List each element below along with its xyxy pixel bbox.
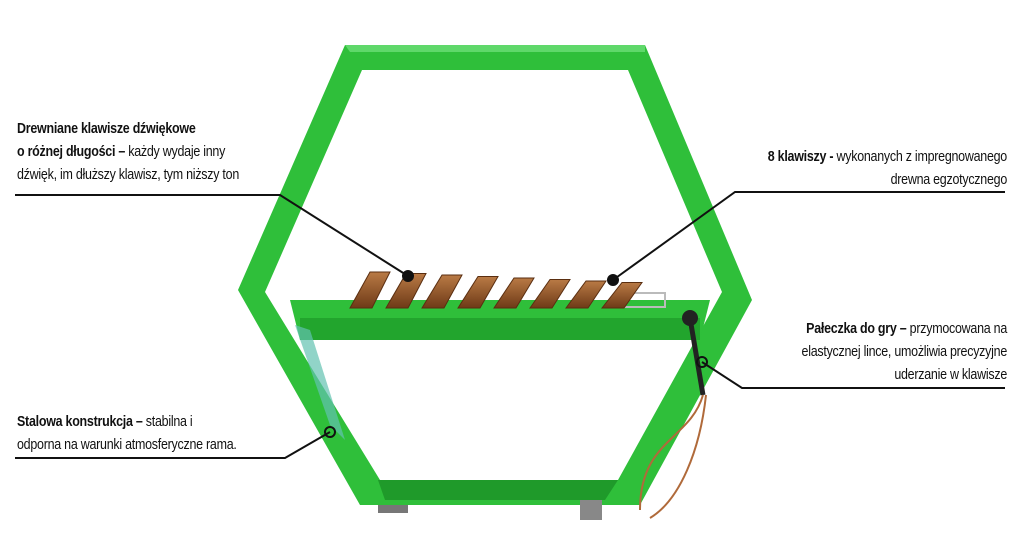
wooden-key — [493, 277, 535, 309]
callout-mallet: Pałeczka do gry – przymocowana na elasty… — [732, 318, 1008, 387]
callout-text: odporna na warunki atmosferyczne rama. — [17, 437, 237, 453]
callout-text: uderzanie w klawisze — [894, 367, 1007, 383]
wooden-key — [600, 282, 643, 309]
callout-title: Pałeczka do gry – — [806, 321, 907, 337]
callout-title: o różnej długości – — [17, 144, 126, 160]
callout-steel-frame: Stalowa konstrukcja – stabilna i odporna… — [17, 411, 284, 457]
callout-title: Drewniane klawisze dźwiękowe — [17, 121, 196, 137]
wooden-keys — [349, 271, 643, 309]
hexagon-frame — [238, 45, 752, 520]
wooden-key — [565, 280, 607, 309]
callout-text: przymocowana na — [906, 321, 1008, 337]
callout-text: wykonanych z impregnowanego — [833, 149, 1007, 165]
wooden-key — [385, 273, 427, 309]
callout-text: elastycznej lince, umożliwia precyzyjne — [801, 344, 1008, 360]
shelf — [290, 292, 710, 440]
wooden-key — [529, 279, 571, 309]
callout-wooden-keys: Drewniane klawisze dźwiękowe o różnej dł… — [17, 118, 275, 187]
callout-text: dźwięk, im dłuższy klawisz, tym niższy t… — [17, 167, 240, 183]
wooden-key — [457, 276, 499, 309]
mallet — [639, 310, 707, 519]
wooden-key — [421, 274, 463, 309]
callout-title: Stalowa konstrukcja – — [17, 414, 143, 430]
callout-text: stabilna i — [142, 414, 193, 430]
callout-text: drewna egzotycznego — [890, 172, 1008, 188]
callout-lines — [15, 191, 1005, 459]
callout-title: 8 klawiszy - — [767, 149, 834, 165]
callout-key-count: 8 klawiszy - wykonanych z impregnowanego… — [732, 146, 1007, 192]
callout-text: każdy wydaje inny — [125, 144, 226, 160]
wooden-key — [349, 271, 391, 309]
